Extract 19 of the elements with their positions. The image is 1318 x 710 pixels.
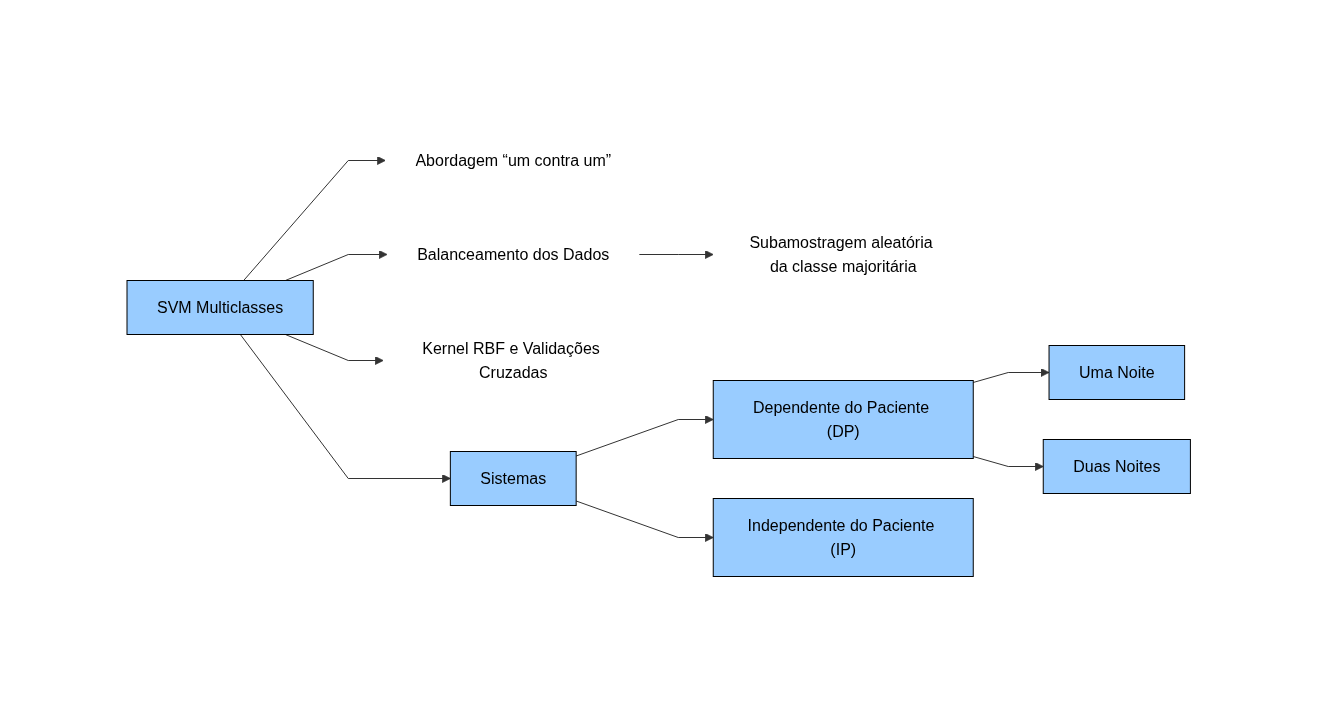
node-text: Subamostragem aleatória da classe majoritária xyxy=(749,233,933,275)
node-box: Sistemas xyxy=(450,451,577,506)
node-box: Uma Noite xyxy=(1048,345,1186,400)
arrow xyxy=(973,368,1050,383)
arrow xyxy=(285,250,388,281)
node-box: Independente do Paciente (IP) xyxy=(713,498,975,577)
arrow xyxy=(575,415,714,457)
arrow xyxy=(575,500,714,542)
arrow xyxy=(240,334,452,483)
arrow xyxy=(973,456,1044,471)
node-text: Kernel RBF e Validações Cruzadas xyxy=(422,339,601,381)
node-box: SVM Multiclasses xyxy=(126,280,315,335)
node-text: Balanceamento dos Dados xyxy=(417,245,610,263)
node-box: Dependente do Paciente (DP) xyxy=(713,380,975,459)
node-box: Duas Noites xyxy=(1043,439,1192,494)
arrow xyxy=(285,334,384,365)
node-text: Abordagem “um contra um” xyxy=(415,151,612,169)
arrow xyxy=(639,250,714,259)
arrow xyxy=(243,156,387,281)
